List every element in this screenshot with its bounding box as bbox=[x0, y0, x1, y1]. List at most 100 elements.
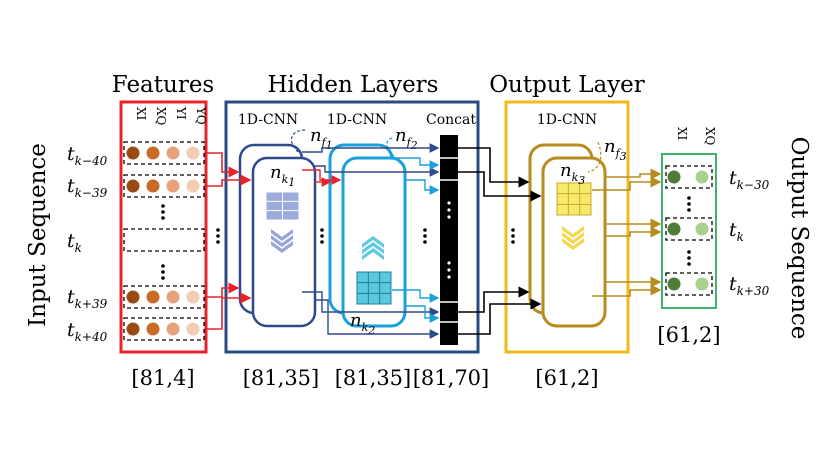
kernel1-grid bbox=[265, 191, 300, 221]
shape-concat: [81,70] bbox=[413, 366, 490, 390]
input-time-label: tk−40 bbox=[67, 143, 108, 168]
output-ellipsis bbox=[687, 262, 691, 266]
features-title: Features bbox=[112, 72, 215, 98]
cnn3-to-output-arrow bbox=[605, 168, 662, 180]
input-dot bbox=[166, 290, 180, 304]
concat-dot bbox=[447, 208, 451, 212]
concat-dot bbox=[447, 268, 451, 272]
cnn3-to-output-arrow bbox=[605, 226, 662, 238]
output-rows bbox=[665, 165, 713, 296]
input-dot bbox=[146, 322, 160, 336]
input-arrow bbox=[204, 282, 240, 298]
concat-to-cnn3-arrow bbox=[458, 147, 530, 188]
input-ellipsis bbox=[161, 216, 165, 220]
concat-dot bbox=[447, 261, 451, 265]
concat-bar-body bbox=[440, 135, 458, 345]
input-dot bbox=[146, 179, 160, 193]
input-dot bbox=[126, 290, 140, 304]
input-ellipsis bbox=[161, 204, 165, 208]
feature-header-yq: YQ bbox=[194, 106, 208, 125]
output-dot bbox=[667, 277, 681, 291]
input-ellipsis bbox=[161, 270, 165, 274]
output-dot bbox=[695, 170, 709, 184]
output-layer-ellipsis bbox=[511, 234, 515, 238]
output-ellipsis bbox=[687, 256, 691, 260]
output-layer-box bbox=[504, 100, 630, 354]
input-dot bbox=[186, 322, 200, 336]
concat-dot bbox=[447, 275, 451, 279]
output-layer-ellipsis bbox=[511, 228, 515, 232]
concat-bar bbox=[440, 135, 458, 345]
concat-to-cnn3-arrow bbox=[458, 298, 542, 335]
input-arrow bbox=[204, 292, 252, 330]
output-header-xi: XI bbox=[675, 127, 689, 141]
cnn2-to-concat-arrow bbox=[392, 289, 440, 303]
output-row-box bbox=[665, 165, 713, 189]
feature-header-yi: YI bbox=[174, 106, 188, 120]
hidden-ellipsis bbox=[423, 234, 427, 238]
concat-to-cnn3-arrow bbox=[458, 286, 530, 313]
output-row-box bbox=[665, 272, 713, 296]
chevron-shape bbox=[562, 238, 584, 250]
input-side-ellipsis bbox=[216, 228, 220, 232]
chevron-shape bbox=[562, 232, 584, 244]
filter-curve bbox=[587, 141, 602, 173]
input-dot bbox=[126, 179, 140, 193]
connection-arrows bbox=[204, 143, 662, 339]
output-dot bbox=[667, 222, 681, 236]
output-sequence-box bbox=[661, 153, 717, 309]
kernel-cell-bg bbox=[556, 182, 592, 216]
hidden-layers-title: Hidden Layers bbox=[268, 72, 439, 98]
cnn2-up-chevron-icon bbox=[362, 236, 384, 260]
hidden-layers-box bbox=[224, 100, 480, 354]
ellipses bbox=[161, 196, 691, 280]
concat-label: Concat bbox=[426, 112, 476, 128]
features-box bbox=[119, 100, 208, 354]
input-dot bbox=[166, 179, 180, 193]
output-layer-ellipsis bbox=[511, 240, 515, 244]
filter-label: nf3 bbox=[604, 136, 627, 163]
kernel2-grid bbox=[356, 271, 392, 305]
input-dot bbox=[186, 290, 200, 304]
chevron-shape bbox=[562, 226, 584, 238]
hidden-ellipsis bbox=[423, 228, 427, 232]
cnn2-label: 1D-CNN bbox=[327, 112, 387, 128]
hidden-ellipsis bbox=[423, 240, 427, 244]
shape-output: [61,2] bbox=[535, 366, 598, 390]
cnn2-to-concat-arrow bbox=[405, 179, 440, 195]
output-time-label: tk−30 bbox=[729, 167, 770, 192]
input-dot bbox=[166, 322, 180, 336]
input-rows bbox=[123, 141, 205, 341]
feature-header-xq: XQ bbox=[154, 107, 168, 126]
input-dot bbox=[126, 146, 140, 160]
output-dot bbox=[667, 170, 681, 184]
output-ellipsis bbox=[687, 208, 691, 212]
concat-dot bbox=[447, 201, 451, 205]
output-layer-title: Output Layer bbox=[489, 72, 645, 98]
output-ellipsis bbox=[687, 196, 691, 200]
chevron-shape bbox=[271, 241, 293, 253]
chevron-shape bbox=[271, 229, 293, 241]
cnn1-label: 1D-CNN bbox=[238, 112, 298, 128]
output-dot bbox=[695, 277, 709, 291]
output-dot bbox=[695, 222, 709, 236]
cnn1-to-concat-arrow bbox=[302, 291, 440, 317]
kernel3-grid bbox=[556, 182, 592, 216]
cnn2-to-concat-arrow bbox=[392, 157, 440, 170]
input-time-label: tk−39 bbox=[67, 175, 108, 200]
output-time-label: tk+30 bbox=[729, 273, 770, 298]
filter-curve bbox=[386, 137, 403, 166]
cnn1-ellipsis bbox=[320, 228, 324, 232]
filter-curve bbox=[290, 129, 306, 153]
input-ellipsis bbox=[161, 210, 165, 214]
cnn3-to-output-arrow bbox=[592, 176, 662, 191]
cnn3-label: 1D-CNN bbox=[537, 112, 597, 128]
output-row-box bbox=[665, 217, 713, 241]
chevron-shape bbox=[271, 235, 293, 247]
chevron-shape bbox=[362, 236, 384, 248]
concat-dot bbox=[447, 215, 451, 219]
